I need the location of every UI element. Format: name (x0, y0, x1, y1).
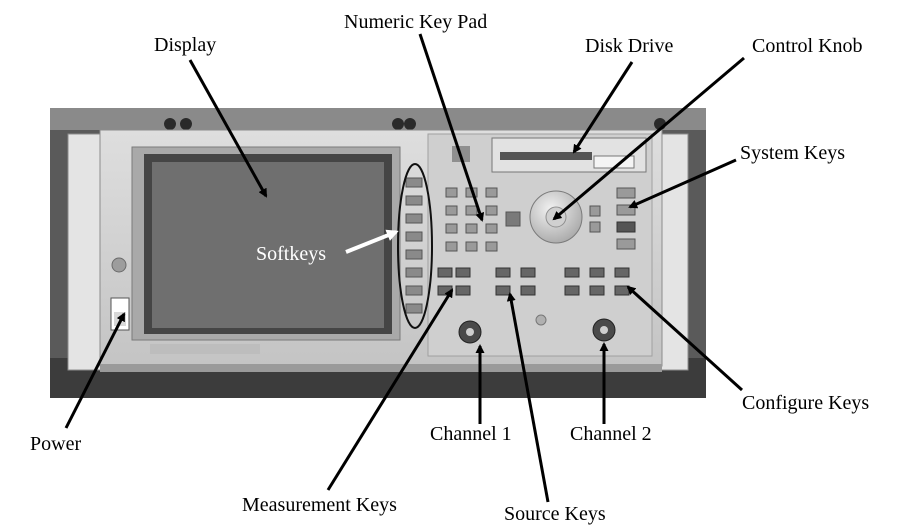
label-configure-keys: Configure Keys (742, 392, 870, 414)
source-keys (495, 267, 536, 296)
label-display: Display (154, 34, 217, 56)
arrow-system-keys (628, 158, 737, 209)
softkeys-group (397, 163, 433, 329)
channel-1-connector (458, 320, 482, 344)
arrow-measurement-keys (326, 288, 454, 491)
arrow-configure-keys (626, 285, 744, 392)
arrow-display (188, 59, 268, 198)
label-power: Power (30, 433, 82, 455)
label-system-keys: System Keys (740, 142, 845, 164)
arrow-control-knob (552, 56, 745, 221)
arrow-source-keys (506, 292, 550, 503)
arrow-power (64, 312, 126, 429)
label-source-keys: Source Keys (504, 503, 606, 525)
label-numeric-key-pad: Numeric Key Pad (344, 11, 488, 33)
arrow-disk-drive (572, 61, 634, 154)
arrow-softkeys (345, 229, 399, 254)
display-screen (131, 146, 401, 354)
callout-arrows (64, 33, 745, 503)
label-channel-2: Channel 2 (570, 423, 652, 445)
label-softkeys: Softkeys (256, 243, 326, 265)
label-measurement-keys: Measurement Keys (242, 494, 397, 516)
arrow-numeric-key-pad (418, 33, 485, 222)
label-channel-1: Channel 1 (430, 423, 512, 445)
system-keys (616, 187, 636, 250)
channel-2-connector (592, 318, 616, 342)
configure-keys (564, 267, 630, 296)
label-control-knob: Control Knob (752, 35, 863, 57)
label-disk-drive: Disk Drive (585, 35, 674, 57)
